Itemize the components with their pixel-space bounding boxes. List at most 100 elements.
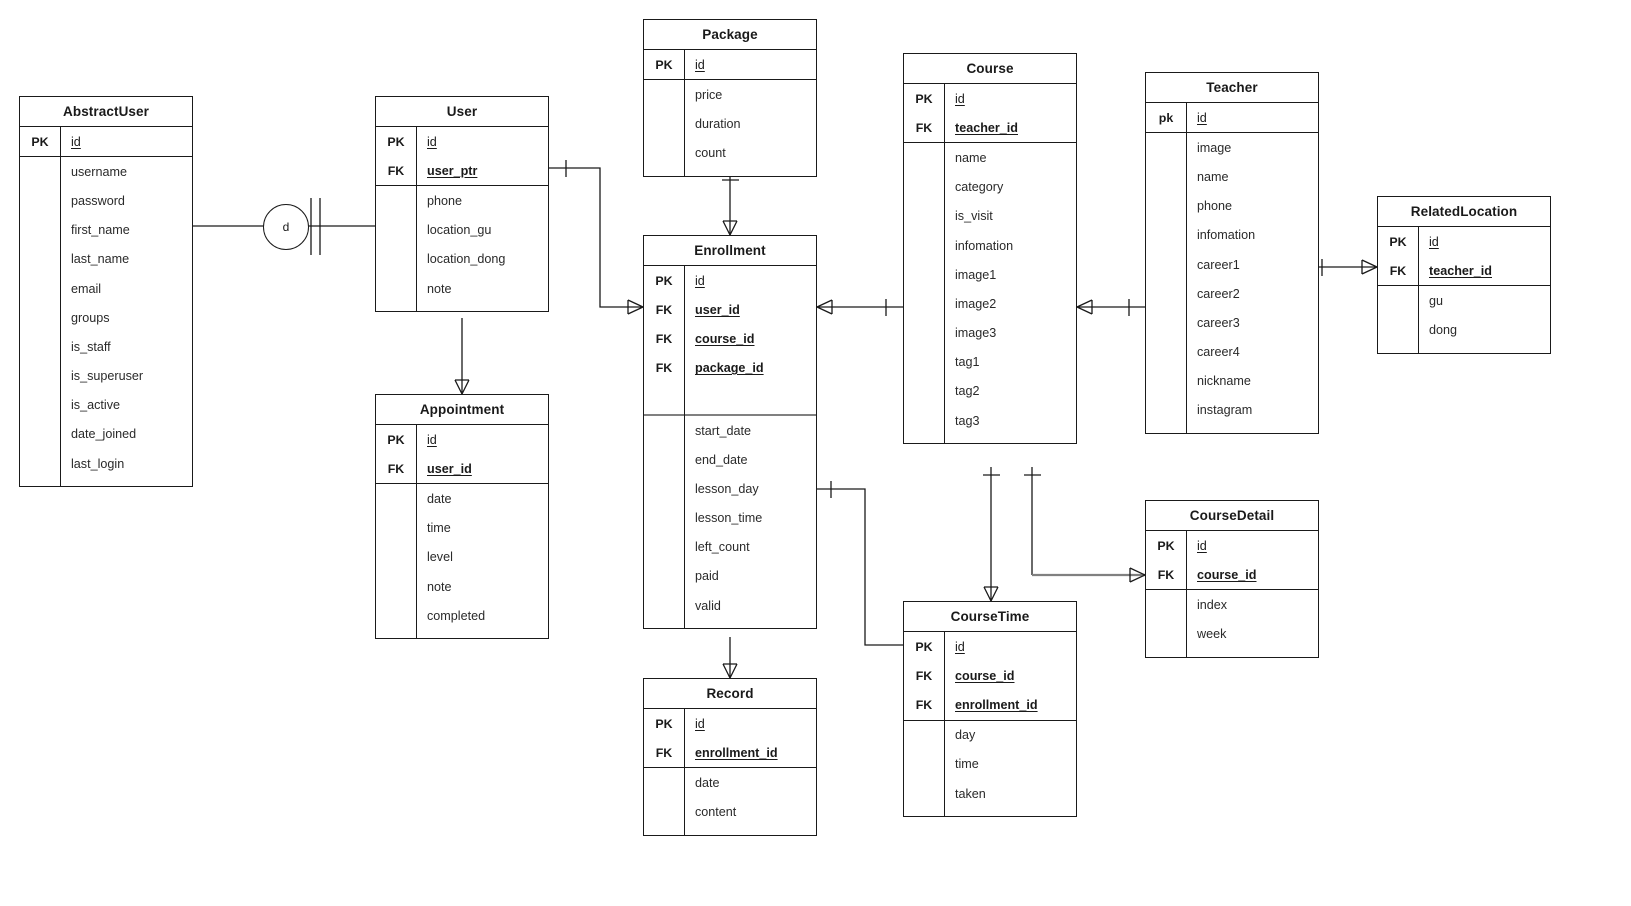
attribute-row[interactable]: infomation xyxy=(904,231,1076,260)
column-divider xyxy=(1418,227,1419,353)
attribute-row[interactable]: location_gu xyxy=(376,216,548,245)
attribute-row[interactable]: last_login xyxy=(20,449,192,478)
attribute-row[interactable]: count xyxy=(644,139,816,168)
attribute-row[interactable]: lesson_day xyxy=(644,474,816,503)
attribute-name: phone xyxy=(1197,199,1233,214)
attribute-row[interactable]: instagram xyxy=(1146,396,1318,425)
attribute-row[interactable]: paid xyxy=(644,562,816,591)
attribute-row[interactable]: location_dong xyxy=(376,245,548,274)
attribute-row[interactable]: is_superuser xyxy=(20,362,192,391)
attribute-row[interactable]: tag1 xyxy=(904,348,1076,377)
attribute-row[interactable]: is_active xyxy=(20,391,192,420)
attribute-row[interactable]: phone xyxy=(1146,192,1318,221)
attribute-row[interactable]: last_name xyxy=(20,245,192,274)
attribute-row[interactable]: infomation xyxy=(1146,221,1318,250)
attribute-row[interactable]: note xyxy=(376,274,548,303)
attribute-row[interactable]: end_date xyxy=(644,445,816,474)
attribute-row[interactable]: username xyxy=(20,157,192,186)
attribute-row[interactable]: tag2 xyxy=(904,377,1076,406)
attribute-row[interactable]: email xyxy=(20,274,192,303)
attribute-row[interactable]: career1 xyxy=(1146,250,1318,279)
attribute-row[interactable]: time xyxy=(904,750,1076,779)
attribute-row[interactable]: note xyxy=(376,572,548,601)
attribute-row[interactable]: gu xyxy=(1378,286,1550,315)
attribute-row[interactable]: price xyxy=(644,80,816,109)
attribute-row[interactable]: groups xyxy=(20,303,192,332)
attribute-row[interactable]: duration xyxy=(644,109,816,138)
attribute-row[interactable]: name xyxy=(904,143,1076,172)
attribute-row[interactable]: start_date xyxy=(644,416,816,445)
attribute-row[interactable]: day xyxy=(904,721,1076,750)
attribute-row[interactable]: completed xyxy=(376,601,548,630)
attribute-row[interactable]: index xyxy=(1146,590,1318,619)
key-field-name: user_ptr xyxy=(427,163,478,178)
attribute-row[interactable]: tag3 xyxy=(904,406,1076,435)
attribute-row[interactable]: dong xyxy=(1378,316,1550,345)
attribute-name: time xyxy=(955,757,979,772)
attribute-row[interactable]: nickname xyxy=(1146,367,1318,396)
attribute-row[interactable]: career2 xyxy=(1146,279,1318,308)
attribute-row[interactable]: valid xyxy=(644,591,816,620)
attribute-row[interactable]: phone xyxy=(376,186,548,215)
attribute-row[interactable]: is_visit xyxy=(904,202,1076,231)
attribute-row[interactable]: is_staff xyxy=(20,332,192,361)
attribute-row[interactable]: name xyxy=(1146,162,1318,191)
attribute-row[interactable]: week xyxy=(1146,620,1318,649)
attribute-row[interactable]: image1 xyxy=(904,260,1076,289)
attribute-row[interactable]: taken xyxy=(904,779,1076,808)
attribute-name: instagram xyxy=(1197,403,1253,418)
attribute-row[interactable]: date xyxy=(644,768,816,797)
attribute-row[interactable]: date xyxy=(376,484,548,513)
attribute-row[interactable]: level xyxy=(376,543,548,572)
attribute-row[interactable]: career4 xyxy=(1146,338,1318,367)
attribute-row[interactable]: image3 xyxy=(904,319,1076,348)
attribute-row[interactable]: lesson_time xyxy=(644,504,816,533)
attribute-row[interactable]: first_name xyxy=(20,216,192,245)
attribute-row[interactable]: career3 xyxy=(1146,308,1318,337)
attribute-row[interactable]: password xyxy=(20,186,192,215)
attribute-row[interactable]: image2 xyxy=(904,289,1076,318)
attribute-row[interactable]: date_joined xyxy=(20,420,192,449)
attribute-row[interactable]: category xyxy=(904,173,1076,202)
attribute-row[interactable]: content xyxy=(644,798,816,827)
attribute-row[interactable]: left_count xyxy=(644,533,816,562)
attribute-row[interactable]: image xyxy=(1146,133,1318,162)
attribute-name: date_joined xyxy=(71,427,137,442)
column-divider xyxy=(1186,103,1187,434)
attribute-row[interactable]: time xyxy=(376,514,548,543)
